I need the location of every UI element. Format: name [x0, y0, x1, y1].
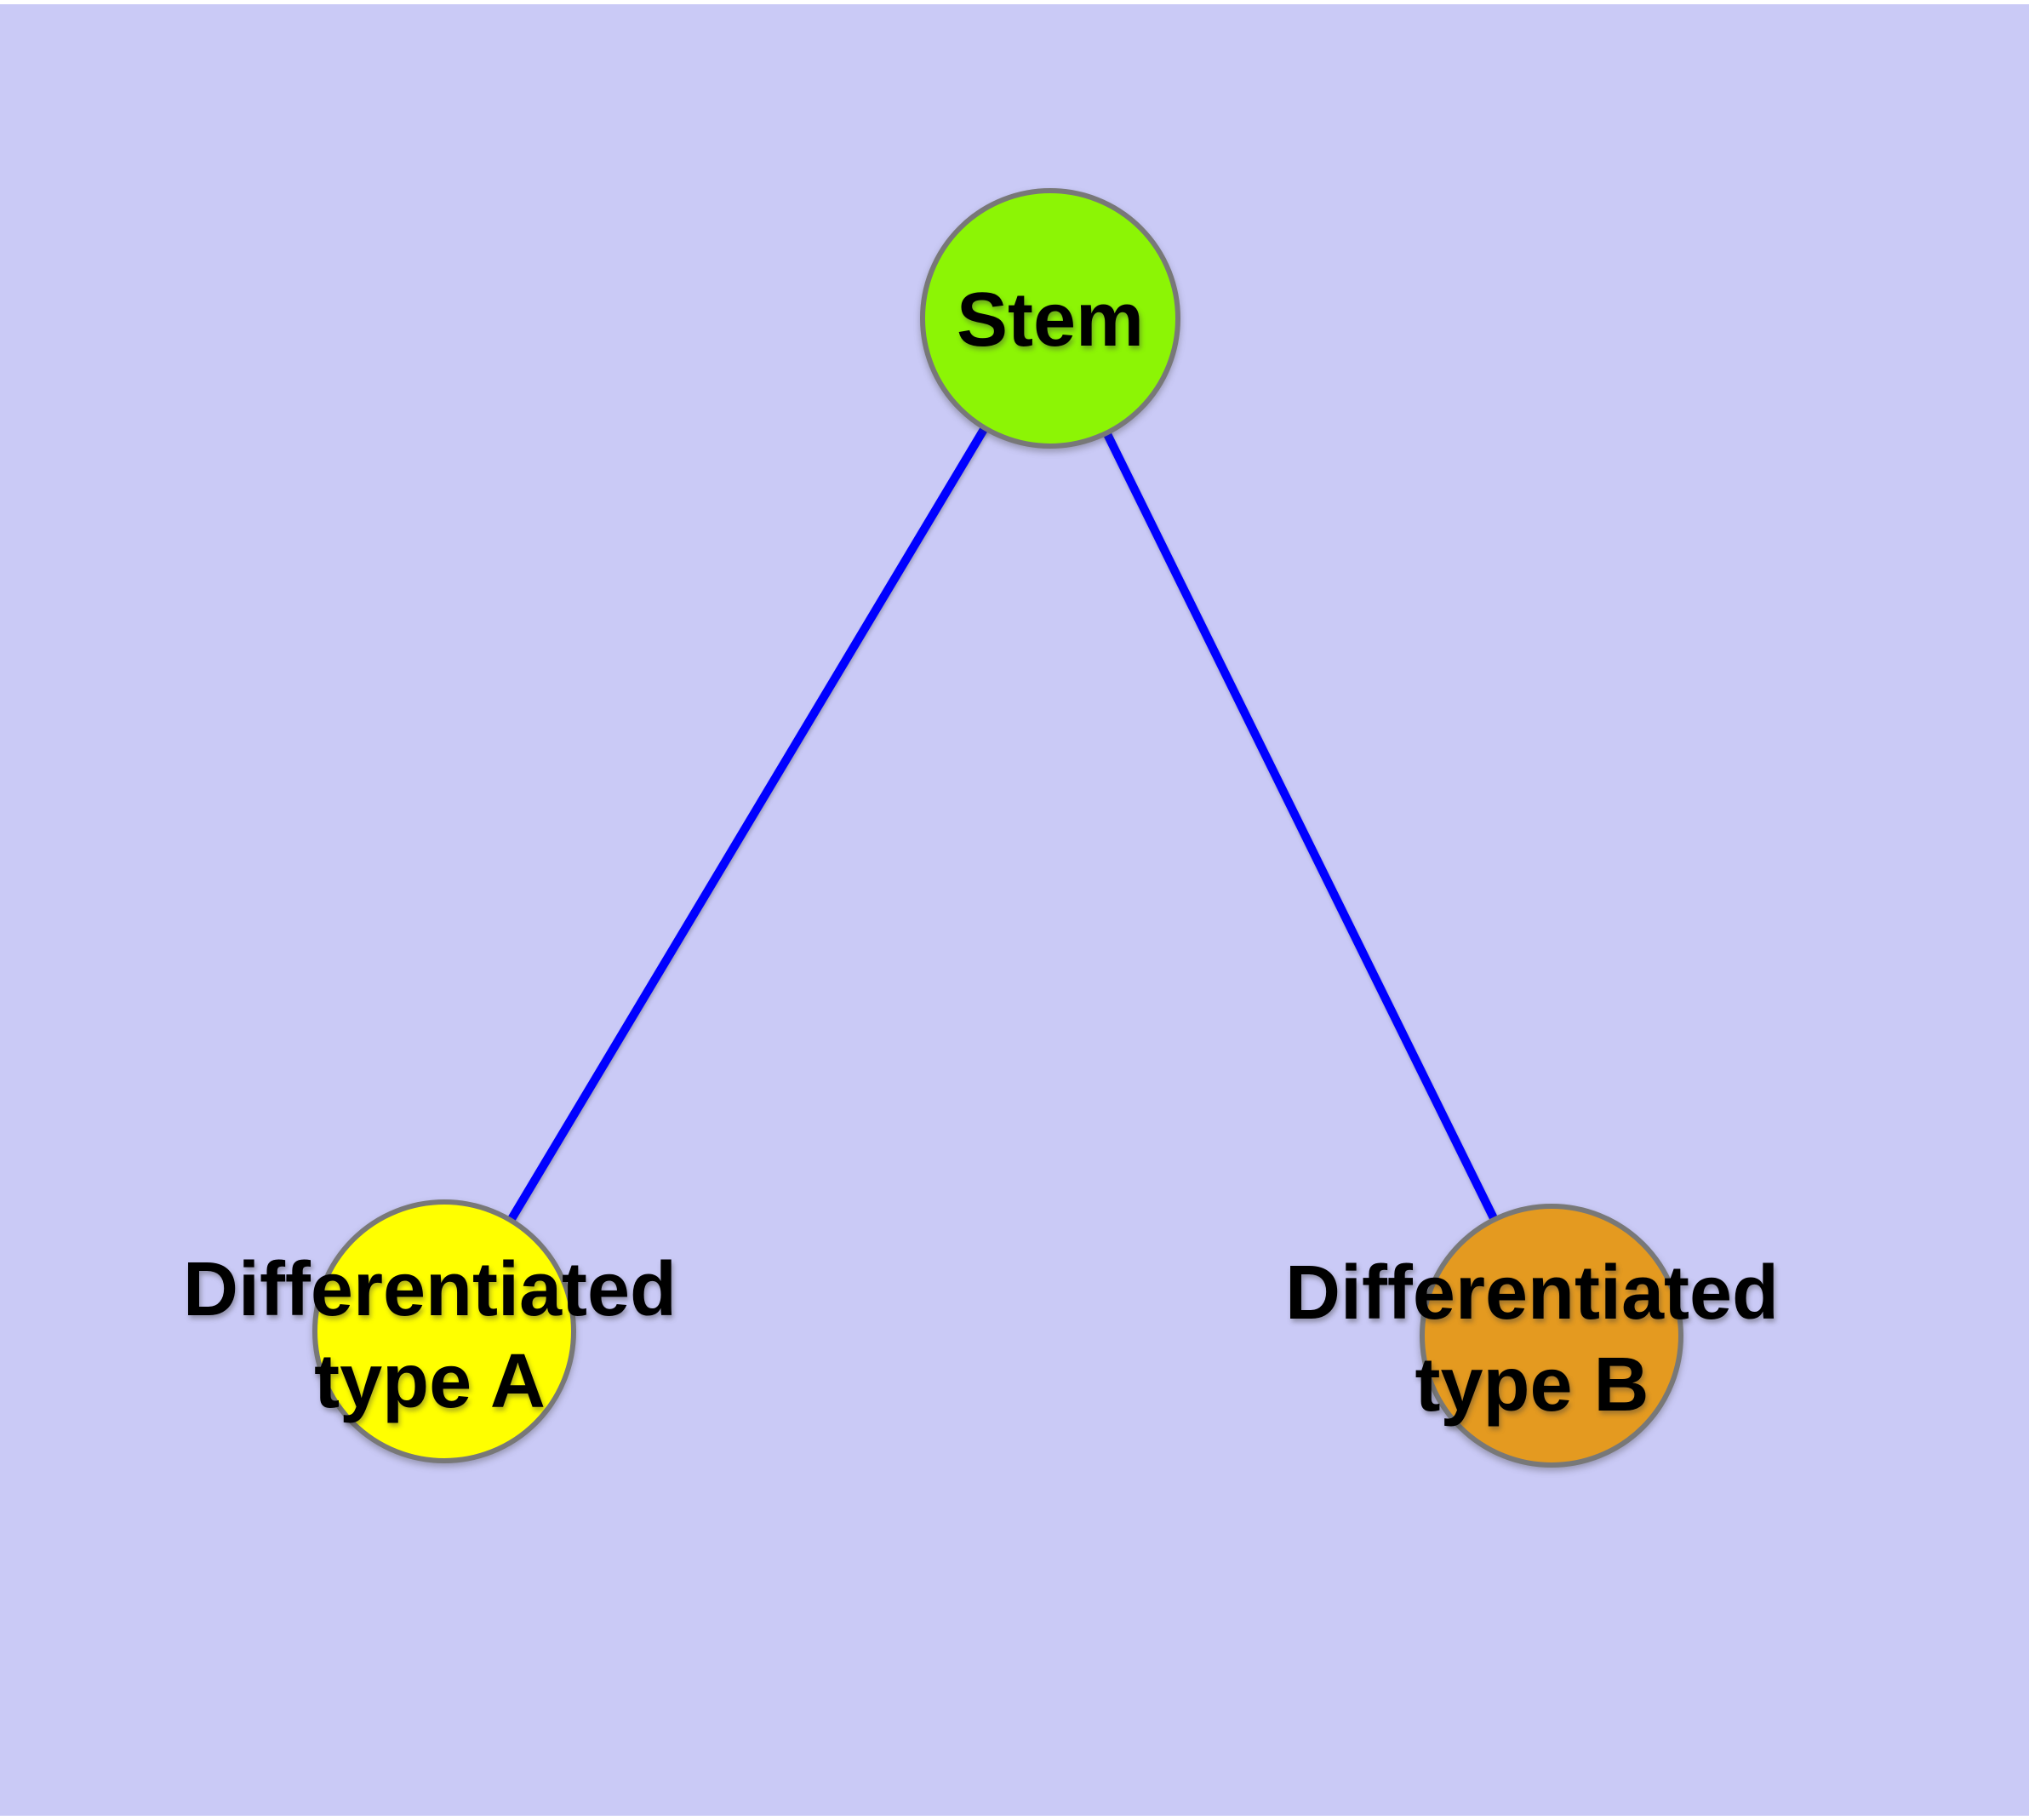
- node-type-b-circle: [1420, 1204, 1683, 1468]
- node-stem-label: Stem: [957, 278, 1144, 363]
- node-type-a-label-line2: type A: [314, 1339, 546, 1424]
- edge-stem-to-type-b: [1046, 316, 1556, 1338]
- node-stem-circle: [920, 188, 1180, 449]
- node-type-b: Differentiated type B: [1285, 1204, 1779, 1468]
- node-type-b-label-line1: Differentiated: [1285, 1251, 1779, 1336]
- edge-stem-to-type-a: [440, 316, 1055, 1334]
- node-stem: Stem: [920, 188, 1180, 449]
- node-type-a: Differentiated type A: [183, 1199, 677, 1463]
- node-type-b-label-line2: type B: [1415, 1342, 1649, 1428]
- node-type-a-circle: [312, 1199, 576, 1463]
- node-type-a-label-line1: Differentiated: [183, 1247, 677, 1332]
